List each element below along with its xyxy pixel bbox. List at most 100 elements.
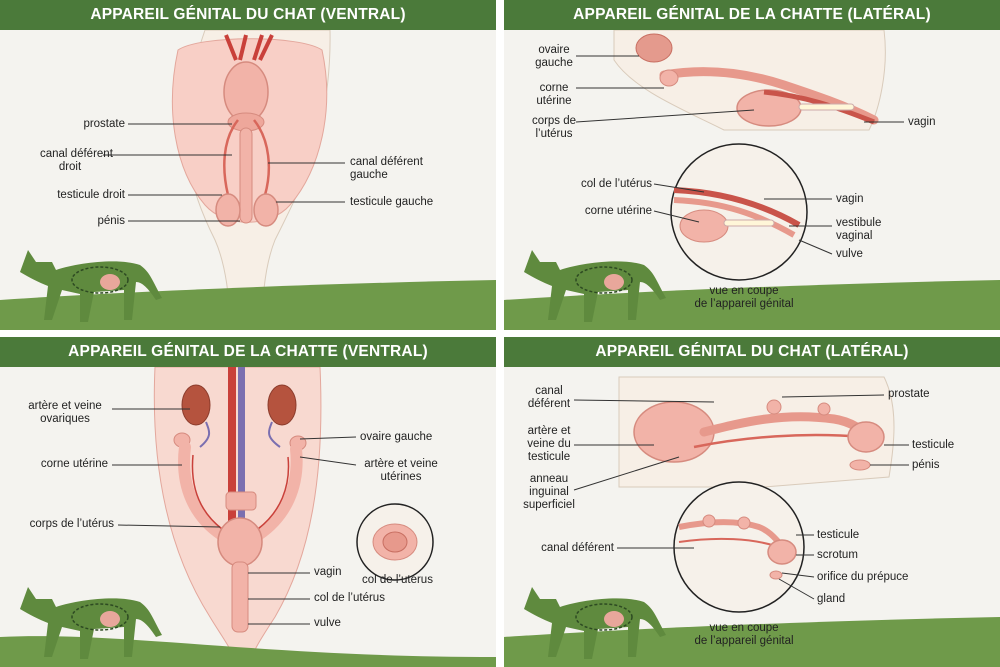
kidney-left [267, 384, 297, 426]
label-ring-line1: anneau [529, 473, 569, 485]
body-outline [153, 366, 322, 667]
female-ventral-illustration [0, 366, 496, 667]
leader-lines [573, 394, 909, 600]
label-uterine-line1: artère et veine [364, 458, 438, 470]
label-vas-right-line2: droit [58, 161, 82, 173]
label-ovarian-line1: artère et veine [28, 400, 102, 412]
label-prostate: prostate [888, 388, 930, 400]
label-prepuce: orifice du prépuce [817, 571, 909, 583]
label-inguinal-ring: anneau inguinal superficiel [519, 473, 579, 512]
uterine-horn-left [252, 443, 303, 541]
label-vestibule: vestibule vaginal [836, 217, 881, 243]
label-vulva: vulve [836, 248, 863, 260]
label-horn-inset: corne utérine [584, 205, 652, 217]
section-inset [673, 481, 805, 613]
leader-lines [103, 123, 345, 222]
panel-male-ventral: APPAREIL GÉNITAL DU CHAT (VENTRAL) prost… [0, 0, 496, 330]
inset-caption: vue en coupe de l’appareil génital [679, 622, 809, 648]
label-penis: pénis [912, 459, 940, 471]
label-vulva: vulve [314, 617, 341, 629]
male-ventral-illustration [0, 29, 496, 330]
panel-male-lateral: APPAREIL GÉNITAL DU CHAT (LATÉRAL) canal… [504, 337, 1000, 667]
testis-left [253, 193, 279, 227]
label-horn-line2: utérine [536, 95, 572, 107]
label-ovarian-line2: ovariques [40, 413, 90, 425]
panel-female-lateral: APPAREIL GÉNITAL DE LA CHATTE (LATÉRAL) … [504, 0, 1000, 330]
label-horn-line1: corne [539, 82, 569, 94]
label-body-line1: corps de [531, 115, 577, 127]
label-ovary: ovaire gauche [524, 44, 584, 70]
label-testvessels-line1: artère et [527, 425, 571, 437]
label-testis: testicule [912, 439, 955, 451]
ovary [635, 33, 673, 63]
cat-silhouette [20, 587, 162, 659]
leader-lines [575, 55, 904, 255]
penis-organ [239, 127, 253, 224]
vas-deferens-right [223, 119, 239, 196]
label-vas-inset: canal déférent [541, 542, 614, 554]
label-ring-line2: inguinal [529, 486, 569, 498]
label-cervix-inset: col de l’utérus [581, 178, 652, 190]
caption-line2: de l’appareil génital [694, 298, 794, 310]
label-body-line2: l’utérus [535, 128, 573, 140]
testis [847, 421, 885, 453]
label-vestibule-line1: vestibule [836, 217, 882, 229]
label-ovary-left: ovaire gauche [360, 431, 433, 443]
label-ovary-line1: ovaire [538, 44, 570, 56]
panel-female-ventral: APPAREIL GÉNITAL DE LA CHATTE (VENTRAL) … [0, 337, 496, 667]
label-glans: gland [817, 593, 846, 605]
uterine-horn-right [178, 441, 228, 541]
label-vagina: vagin [908, 116, 936, 128]
vaginal-segment [798, 103, 855, 111]
label-vas-right: canal déférent droit [40, 148, 113, 174]
label-vagina: vagin [314, 566, 342, 578]
testis-right [215, 193, 241, 227]
uterus-body [217, 517, 263, 567]
kidney-right [181, 384, 211, 426]
vena-cava [238, 367, 245, 527]
label-prostate: prostate [83, 118, 125, 130]
label-testis-inset: testicule [817, 529, 860, 541]
vagina-tract [231, 561, 249, 633]
label-uterine-horn: corne utérine [524, 82, 584, 108]
label-vas-left-line2: gauche [350, 169, 388, 181]
panel-title: APPAREIL GÉNITAL DE LA CHATTE (LATÉRAL) [504, 0, 1000, 30]
label-cervix: col de l’utérus [314, 592, 385, 604]
female-lateral-illustration [504, 29, 1000, 330]
label-cervix-inset: col de l’utérus [362, 574, 433, 586]
label-scrotum: scrotum [817, 549, 858, 561]
label-vas-left-line1: canal déférent [350, 156, 423, 168]
vagina-tract [763, 89, 875, 125]
blood-vessels [224, 34, 274, 61]
label-vas-left: canal déférent gauche [350, 156, 423, 182]
leader-lines [112, 408, 357, 625]
cat-silhouette [524, 250, 666, 322]
caption-line2: de l’appareil génital [694, 635, 794, 647]
caption-line1: vue en coupe [709, 622, 779, 634]
label-vas-right-line1: canal déférent [40, 148, 113, 160]
cat-silhouette [524, 587, 666, 659]
panel-title: APPAREIL GÉNITAL DU CHAT (VENTRAL) [0, 0, 496, 30]
panel-title: APPAREIL GÉNITAL DE LA CHATTE (VENTRAL) [0, 337, 496, 367]
prostate-organ [766, 399, 782, 415]
bladder-neck [225, 491, 257, 511]
label-vas-line1: canal [535, 385, 563, 397]
label-uterine-horn: corne utérine [40, 458, 108, 470]
label-uterus-body: corps de l’utérus [29, 518, 114, 530]
label-ring-line3: superficiel [523, 499, 575, 511]
label-ovarian-vessels: artère et veine ovariques [20, 400, 110, 426]
penis-organ [849, 459, 871, 471]
vas-deferens [693, 433, 865, 449]
label-uterine-vessels: artère et veine utérines [356, 458, 446, 484]
caption-line1: vue en coupe [709, 285, 779, 297]
label-testis-right: testicule droit [57, 189, 125, 201]
male-lateral-illustration [504, 376, 1000, 667]
label-uterine-line2: utérines [380, 471, 422, 483]
label-testvessels-line3: testicule [527, 451, 571, 463]
aorta [228, 367, 236, 527]
label-testicular-vessels: artère et veine du testicule [524, 425, 574, 464]
label-vestibule-line2: vaginal [836, 230, 873, 242]
label-vagina-inset: vagin [836, 193, 864, 205]
label-vas-deferens: canal déférent [524, 385, 574, 411]
label-penis: pénis [97, 215, 126, 227]
